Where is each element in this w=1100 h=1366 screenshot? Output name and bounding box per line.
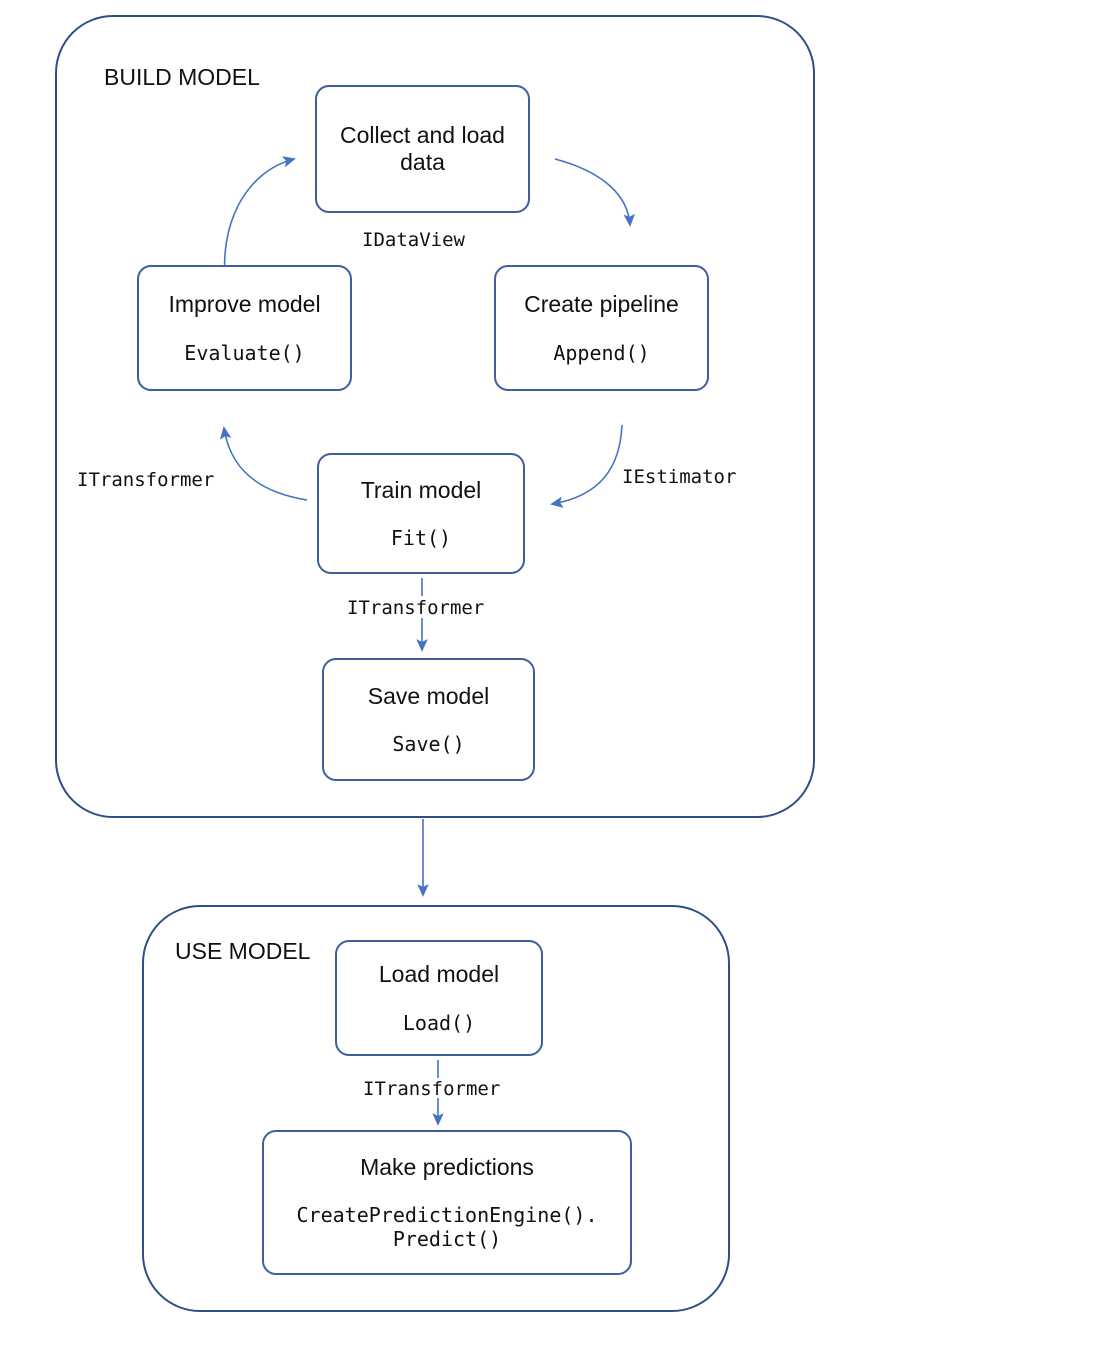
node-collect-and-load-data[interactable]: Collect and load data (315, 85, 530, 213)
use-model-group (142, 905, 730, 1312)
build-model-group (55, 15, 815, 818)
node-create-pipeline-title: Create pipeline (524, 291, 679, 318)
build-model-caption: BUILD MODEL (104, 64, 260, 90)
edge-label-itransformer-load-predict: ITransformer (363, 1078, 501, 1100)
node-make-predictions-api: CreatePredictionEngine(). Predict() (296, 1203, 598, 1252)
node-improve-title: Improve model (168, 291, 321, 318)
use-model-caption: USE MODEL (175, 938, 311, 964)
edge-label-iestimator: IEstimator (622, 466, 737, 488)
node-create-pipeline-api: Append() (553, 340, 650, 365)
node-make-predictions-title: Make predictions (360, 1153, 534, 1180)
node-train-api: Fit() (390, 526, 452, 551)
node-save-model[interactable]: Save model Save() (322, 658, 535, 781)
node-train-model[interactable]: Train model Fit() (317, 453, 525, 574)
node-collect-title: Collect and load data (340, 121, 505, 175)
node-load-model[interactable]: Load model Load() (335, 940, 543, 1056)
node-load-api: Load() (402, 1010, 476, 1035)
node-improve-model[interactable]: Improve model Evaluate() (137, 265, 352, 391)
node-make-predictions[interactable]: Make predictions CreatePredictionEngine(… (262, 1130, 632, 1275)
node-save-title: Save model (367, 682, 490, 709)
node-create-pipeline[interactable]: Create pipeline Append() (494, 265, 709, 391)
edge-label-idataview: IDataView (362, 229, 465, 251)
edge-label-itransformer-left: ITransformer (77, 469, 215, 491)
node-improve-api: Evaluate() (184, 340, 305, 365)
node-train-title: Train model (360, 476, 482, 503)
node-load-title: Load model (378, 961, 500, 988)
edge-label-itransformer-train-save: ITransformer (347, 597, 485, 619)
node-save-api: Save() (392, 732, 465, 757)
